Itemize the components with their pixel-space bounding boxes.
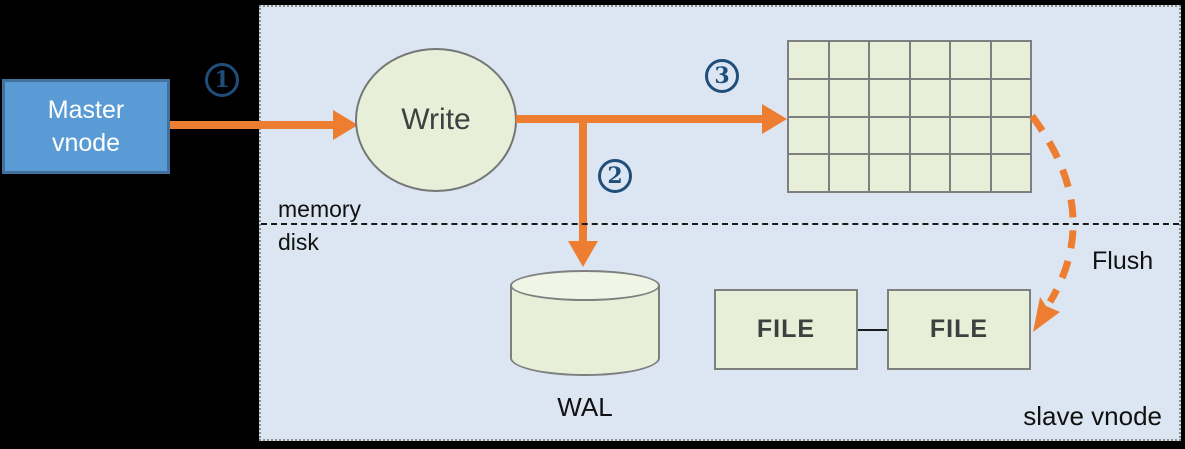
step-3-number: 3 [714, 63, 730, 89]
file-2-label: FILE [929, 315, 989, 343]
mem-table-cell [910, 79, 949, 116]
memory-label: memory [278, 196, 362, 222]
arrow-1-head [333, 110, 358, 140]
master-vnode-box: Master vnode [2, 79, 170, 174]
disk-label: disk [278, 229, 319, 255]
mem-table-cell [870, 42, 909, 78]
mem-table-cell [829, 117, 868, 154]
write-ellipse: Write [355, 48, 517, 192]
step-2-badge: 2 [598, 159, 632, 193]
wal-cylinder-top [510, 270, 660, 301]
arrow-2-head [568, 241, 598, 267]
mem-table-cell [910, 117, 949, 154]
mem-table-cell [991, 42, 1030, 78]
write-label: Write [401, 103, 471, 136]
mem-table-cell [870, 155, 909, 191]
step-2-number: 2 [607, 163, 623, 189]
mem-table-cell [951, 42, 990, 78]
mem-table-cell [870, 79, 909, 116]
mem-table-cell [951, 117, 990, 154]
wal-cylinder [510, 270, 660, 376]
memory-disk-divider [261, 223, 1179, 225]
file-connector-line [858, 329, 887, 331]
arrow-1-shaft [170, 121, 334, 129]
step-1-number: 1 [214, 67, 230, 93]
arrow-3-shaft [516, 115, 763, 123]
wal-label: WAL [557, 392, 613, 422]
mem-table-cell [789, 79, 828, 116]
file-box-1: FILE [714, 289, 858, 370]
master-vnode-label-line1: Master [47, 95, 125, 124]
mem-table-cell [789, 117, 828, 154]
mem-table-cell [829, 79, 868, 116]
mem-table-cell [829, 155, 868, 191]
mem-table-cell [910, 155, 949, 191]
mem-table-cell [789, 155, 828, 191]
mem-table-cell [789, 42, 828, 78]
slave-vnode-label: slave vnode [1023, 401, 1162, 431]
mem-table-cell [951, 79, 990, 116]
mem-table-cell [991, 155, 1030, 191]
mem-table-cell [829, 42, 868, 78]
flush-label: Flush [1092, 247, 1154, 275]
mem-table [787, 40, 1032, 193]
step-3-badge: 3 [705, 59, 739, 93]
mem-table-cell [991, 117, 1030, 154]
mem-table-cell [870, 117, 909, 154]
file-1-label: FILE [756, 315, 816, 343]
mem-table-cell [951, 155, 990, 191]
mem-table-cell [910, 42, 949, 78]
master-vnode-label-line2: vnode [51, 128, 121, 157]
mem-table-cell [991, 79, 1030, 116]
arrow-2-shaft [579, 115, 587, 242]
arrow-3-head [762, 104, 787, 134]
step-1-badge: 1 [205, 63, 239, 97]
file-box-2: FILE [887, 289, 1031, 370]
